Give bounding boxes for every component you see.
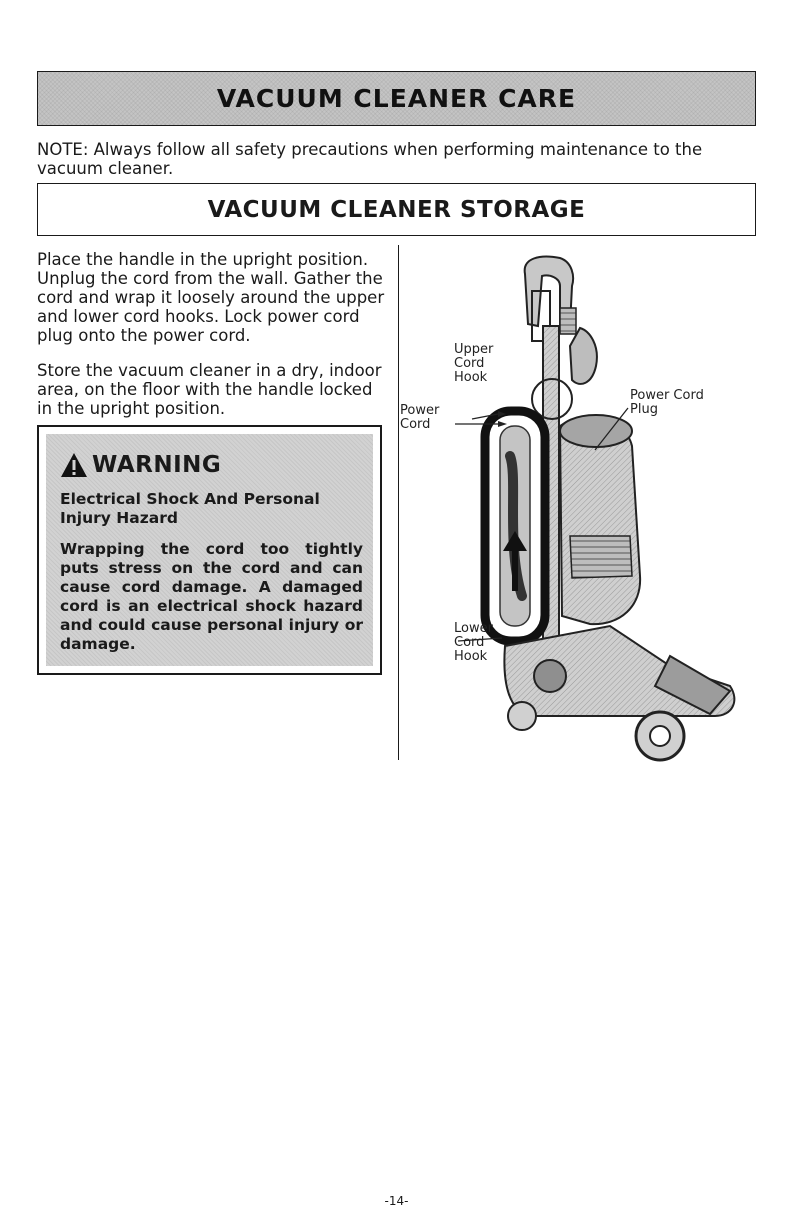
- storage-instructions: Place the handle in the upright position…: [37, 250, 387, 434]
- upper-cord-hook-label: Upper Cord Hook: [454, 342, 494, 385]
- section-title: VACUUM CLEANER CARE: [216, 84, 577, 113]
- storage-heading-box: VACUUM CLEANER STORAGE: [37, 183, 756, 236]
- warning-title: WARNING: [92, 452, 222, 478]
- lower-cord-hook-label: Lower Cord Hook: [454, 621, 493, 664]
- column-divider: [398, 245, 399, 760]
- warning-body: Wrapping the cord too tightly puts stres…: [60, 540, 363, 653]
- storage-heading: VACUUM CLEANER STORAGE: [207, 196, 586, 223]
- storage-paragraph-2: Store the vacuum cleaner in a dry, indoo…: [37, 361, 382, 418]
- storage-paragraph-1: Place the handle in the upright position…: [37, 250, 385, 345]
- section-title-banner: VACUUM CLEANER CARE: [37, 71, 756, 126]
- warning-subtitle: Electrical Shock And Personal Injury Haz…: [60, 490, 320, 527]
- warning-box: WARNING Electrical Shock And Personal In…: [37, 425, 382, 675]
- power-cord-label: Power Cord: [400, 403, 440, 432]
- warning-triangle-icon: [61, 453, 87, 477]
- warning-panel: WARNING Electrical Shock And Personal In…: [46, 434, 373, 666]
- vacuum-illustration: Upper Cord Hook Power Cord Power Cord Pl…: [400, 246, 780, 796]
- warning-header: WARNING: [60, 452, 363, 478]
- power-cord-plug-label: Power Cord Plug: [630, 388, 704, 417]
- upright-vacuum-drawing: [455, 255, 736, 762]
- page-number: -14-: [384, 1194, 409, 1208]
- safety-note: NOTE: Always follow all safety precautio…: [37, 140, 703, 178]
